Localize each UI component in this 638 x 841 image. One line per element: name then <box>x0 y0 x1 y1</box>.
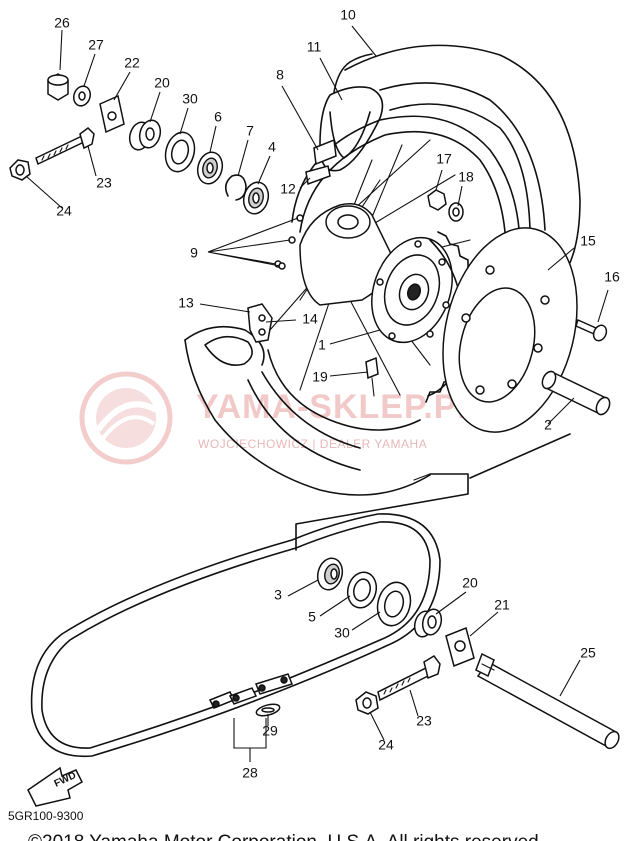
callout-6: 6 <box>214 109 222 125</box>
leader-lines <box>25 25 609 762</box>
callout-7: 7 <box>246 123 254 139</box>
callout-24-lower: 24 <box>378 737 394 753</box>
callout-17: 17 <box>436 151 452 167</box>
callout-3: 3 <box>274 587 282 603</box>
callout-numbers: 26 27 22 20 30 6 7 4 8 11 10 23 24 12 17… <box>54 7 620 781</box>
callout-23: 23 <box>96 175 112 191</box>
callout-27: 27 <box>88 37 104 53</box>
rear-hub <box>299 203 453 344</box>
watermark-subtitle: WOJCIECHOWICZ | DEALER YAMAHA <box>198 437 427 451</box>
callout-18: 18 <box>458 169 474 185</box>
callout-2: 2 <box>544 417 552 433</box>
callout-19: 19 <box>312 369 328 385</box>
callout-5: 5 <box>308 609 316 625</box>
callout-25: 25 <box>580 645 596 661</box>
left-side-parts <box>47 73 270 215</box>
callout-8: 8 <box>276 67 284 83</box>
rim-band-items <box>305 138 337 186</box>
callout-24: 24 <box>56 203 72 219</box>
callout-12: 12 <box>280 181 296 197</box>
watermark-title: YAMA-SKLEP.PL <box>196 388 479 426</box>
adjusting-bolt-upper <box>9 127 95 181</box>
callout-1: 1 <box>318 337 326 353</box>
callout-20: 20 <box>154 75 170 91</box>
callout-29: 29 <box>262 723 278 739</box>
callout-30-lower: 30 <box>334 625 350 641</box>
callout-15: 15 <box>580 233 596 249</box>
callout-28: 28 <box>242 765 258 781</box>
collar-spacer <box>541 370 611 416</box>
callout-9: 9 <box>190 245 198 261</box>
callout-26: 26 <box>54 15 70 31</box>
disc-bolt <box>575 318 608 342</box>
callout-4: 4 <box>268 139 276 155</box>
master-link <box>208 673 293 717</box>
callout-22: 22 <box>124 55 140 71</box>
copyright-notice: ©2018 Yamaha Motor Corporation, U.S.A. A… <box>28 832 544 841</box>
watermark: YAMA-SKLEP.PL WOJCIECHOWICZ | DEALER YAM… <box>79 371 479 465</box>
callout-14: 14 <box>302 311 318 327</box>
callout-20-lower: 20 <box>462 575 478 591</box>
puller-plate <box>247 303 273 343</box>
lower-parts <box>316 557 620 750</box>
callout-11: 11 <box>307 39 322 55</box>
callout-10: 10 <box>340 7 356 23</box>
callout-13: 13 <box>178 295 194 311</box>
drive-chain <box>30 513 441 758</box>
callout-21: 21 <box>494 597 510 613</box>
callout-30: 30 <box>182 91 198 107</box>
fwd-arrow-icon: FWD <box>27 766 83 807</box>
callout-16: 16 <box>604 269 620 285</box>
diagram-code: 5GR100-9300 <box>8 809 84 823</box>
tire-valve <box>365 356 379 397</box>
callout-23-lower: 23 <box>416 713 432 729</box>
